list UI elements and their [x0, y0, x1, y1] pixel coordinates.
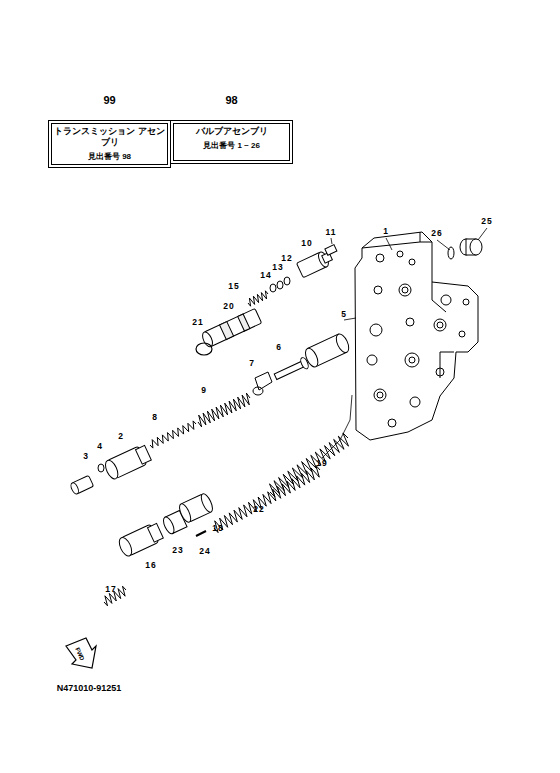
callout-number: 10	[301, 238, 312, 248]
callout-number: 25	[481, 216, 492, 226]
callout-number: 19	[316, 458, 327, 468]
box-text: 見出番号 98	[53, 151, 166, 162]
spring	[214, 465, 320, 532]
callout-number: 9	[201, 385, 207, 395]
callout-number: 22	[253, 504, 264, 514]
box-text: 見出番号 1 ~ 26	[175, 140, 288, 151]
callout-number: 24	[199, 546, 210, 556]
callout-number: 4	[97, 441, 103, 451]
drawing-number: N471010-91251	[57, 683, 122, 693]
callout-number: 14	[260, 270, 271, 280]
callout-number: 16	[145, 560, 156, 570]
box-text: バルブアセンブリ	[175, 126, 288, 137]
callout-number: 21	[192, 317, 203, 327]
item-number: 98	[171, 95, 292, 106]
callout-number: 23	[172, 545, 183, 555]
callout-number: 7	[249, 358, 255, 368]
callout-number: 6	[276, 342, 282, 352]
callout-number: 12	[281, 253, 292, 263]
callout-number: 11	[326, 227, 337, 237]
box-text: トランスミッション アセンブリ	[53, 126, 166, 148]
callout-number: 26	[431, 228, 442, 238]
callout-number: 15	[228, 281, 239, 291]
assembly-box: 98バルブアセンブリ見出番号 1 ~ 26	[170, 120, 293, 164]
callout-number: 17	[105, 584, 116, 594]
callout-number: 5	[341, 309, 347, 319]
spring	[270, 433, 349, 497]
callout-number: 20	[223, 301, 234, 311]
assembly-box: 99トランスミッション アセンブリ見出番号 98	[48, 120, 171, 168]
callout-number: 8	[152, 412, 158, 422]
callout-number: 3	[83, 451, 89, 461]
valve-body	[355, 232, 478, 440]
callout-number: 13	[272, 262, 283, 272]
spring	[198, 393, 250, 427]
callout-number: 2	[118, 431, 124, 441]
spring	[150, 421, 196, 448]
callout-number: 18	[212, 523, 223, 533]
item-number: 99	[49, 95, 170, 106]
callout-number: 1	[383, 226, 389, 236]
spring	[248, 291, 268, 306]
